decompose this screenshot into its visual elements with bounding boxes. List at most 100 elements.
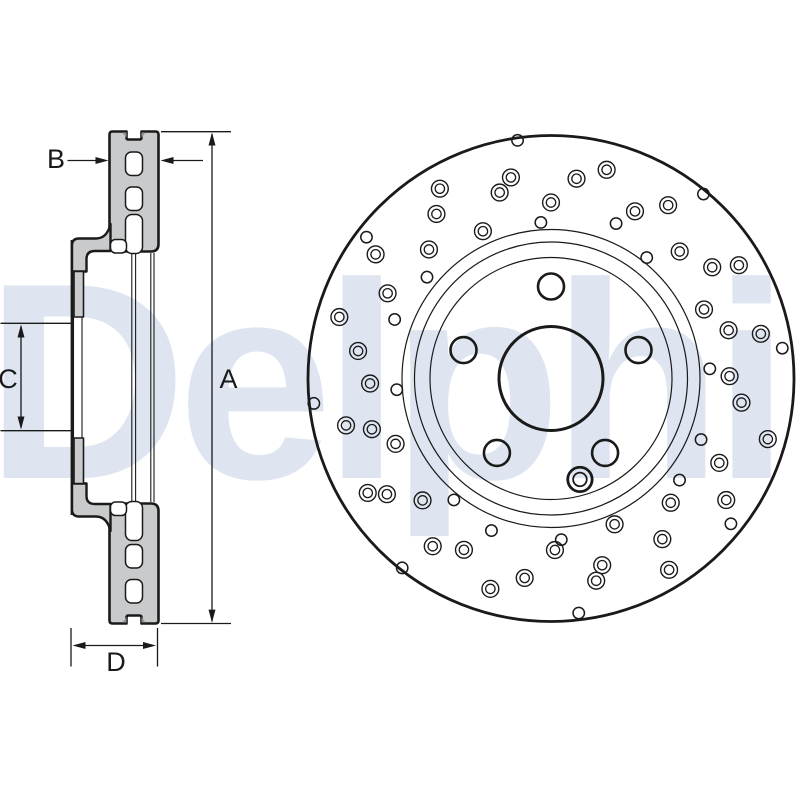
drill-hole-ring [751, 324, 770, 343]
drill-hole-ring-inner [423, 244, 435, 255]
drill-hole-ring [423, 537, 442, 556]
drill-hole-ring [336, 416, 356, 435]
drill-hole-ring-inner [571, 173, 582, 185]
vent-channel-curl-top [109, 238, 128, 254]
chamfer-wedge [122, 617, 127, 623]
drill-hole-plain [534, 216, 548, 229]
drill-hole-ring [625, 202, 645, 221]
drill-hole-ring [732, 393, 751, 412]
drill-hole-ring [694, 300, 714, 319]
arrowhead-down [17, 416, 25, 430]
drill-hole-ring [358, 483, 377, 503]
spigot-section-bottom [73, 437, 85, 485]
dimension-b: B [47, 144, 203, 174]
drill-hole-plain [775, 341, 789, 355]
hat-edge-circle [401, 228, 701, 529]
bolt-hole [590, 438, 620, 468]
drill-hole-plain [694, 433, 708, 447]
drill-hole-ring-inner [352, 345, 364, 357]
dimension-c: C [0, 322, 71, 432]
locating-pin-hole-outer [566, 465, 594, 494]
drill-hole-ring [545, 540, 565, 560]
drill-hole-ring-inner [733, 259, 745, 271]
drill-hole-ring [659, 196, 678, 215]
drill-hole-ring [567, 169, 586, 188]
drill-hole-ring-inner [366, 423, 378, 435]
drill-hole-ring-inner [427, 540, 439, 552]
dimension-d: D [70, 628, 159, 677]
drill-hole-ring [427, 204, 446, 224]
drill-hole-ring-inner [720, 494, 732, 506]
drill-hole-ring-inner [381, 488, 393, 500]
drill-hole-ring [386, 434, 405, 453]
hat-step-bottom-section [70, 482, 112, 533]
vent-channel-top [124, 213, 144, 255]
drill-hole-ring [670, 242, 689, 261]
drill-hole-ring [430, 179, 449, 198]
locating-pin-hole-inner [572, 471, 588, 488]
arrowhead-right [143, 642, 156, 649]
drill-hole-ring [587, 571, 606, 590]
drill-hole-ring [360, 374, 380, 393]
drill-hole-plain [640, 251, 654, 265]
drill-hole-ring-inner [333, 311, 345, 323]
drill-hole-plain [572, 606, 586, 620]
watermark-text: Delphi [0, 226, 781, 539]
drill-hole-ring-inner [698, 304, 710, 315]
spigot-section-top [73, 270, 85, 318]
vent-hole [124, 543, 144, 569]
bolt-hole [449, 335, 478, 365]
drill-hole-ring-inner [656, 533, 668, 545]
cross-section-view [70, 130, 160, 625]
dimension-a: A [161, 131, 238, 625]
drill-hole-ring [653, 530, 672, 549]
drill-hole-ring [541, 193, 561, 212]
drill-hole-plain [609, 217, 623, 230]
arrowhead-left [160, 157, 174, 164]
drill-hole-ring [597, 160, 616, 179]
hat-step-top-section [70, 222, 112, 273]
drill-hole-plain [395, 561, 409, 575]
drill-hole-ring-inner [629, 205, 641, 217]
watermark: Delphi [0, 226, 791, 539]
drill-hole-ring-inner [545, 197, 557, 208]
drill-hole-ring-inner [431, 208, 442, 220]
drill-hole-ring [362, 420, 382, 439]
drill-hole-ring [515, 568, 534, 588]
arrowhead-up [17, 324, 25, 338]
bolt-hole [624, 335, 653, 365]
vent-hole [124, 151, 144, 177]
drill-hole-ring [348, 341, 368, 361]
drill-hole-ring-inner [364, 378, 376, 389]
drill-hole-ring-inner [590, 575, 602, 587]
drill-hole-ring [703, 258, 722, 277]
drill-hole-ring [419, 240, 439, 259]
drill-hole-plain [554, 533, 568, 547]
drill-hole-ring-inner [505, 172, 517, 183]
drill-hole-ring [605, 515, 624, 534]
drill-hole-ring-inner [736, 397, 747, 408]
drill-hole-ring [501, 168, 521, 187]
drill-hole-ring [366, 245, 385, 264]
drill-hole-ring-inner [485, 583, 496, 595]
dimension-label-c: C [0, 364, 18, 394]
drill-hole-ring-inner [724, 370, 735, 382]
dimension-label-a: A [219, 364, 237, 394]
drill-hole-ring-inner [596, 559, 608, 571]
drill-hole-ring-inner [519, 572, 531, 584]
drill-hole-ring-inner [713, 457, 725, 469]
dimension-label-d: D [106, 647, 126, 677]
drill-hole-plain [703, 362, 717, 376]
drill-hole-ring-inner [390, 438, 401, 450]
drill-hole-ring-inner [665, 497, 677, 509]
drill-hole-ring-inner [494, 187, 506, 198]
drill-hole-ring [659, 560, 679, 579]
hat-edge-circle [429, 256, 673, 501]
drill-hole-ring [710, 453, 729, 472]
drill-hole-ring-inner [549, 544, 561, 556]
drill-hole-ring [330, 307, 349, 327]
arrowhead-up [208, 132, 216, 146]
drill-hole-plain [447, 493, 461, 507]
vent-channel-curl-bottom [109, 501, 128, 517]
